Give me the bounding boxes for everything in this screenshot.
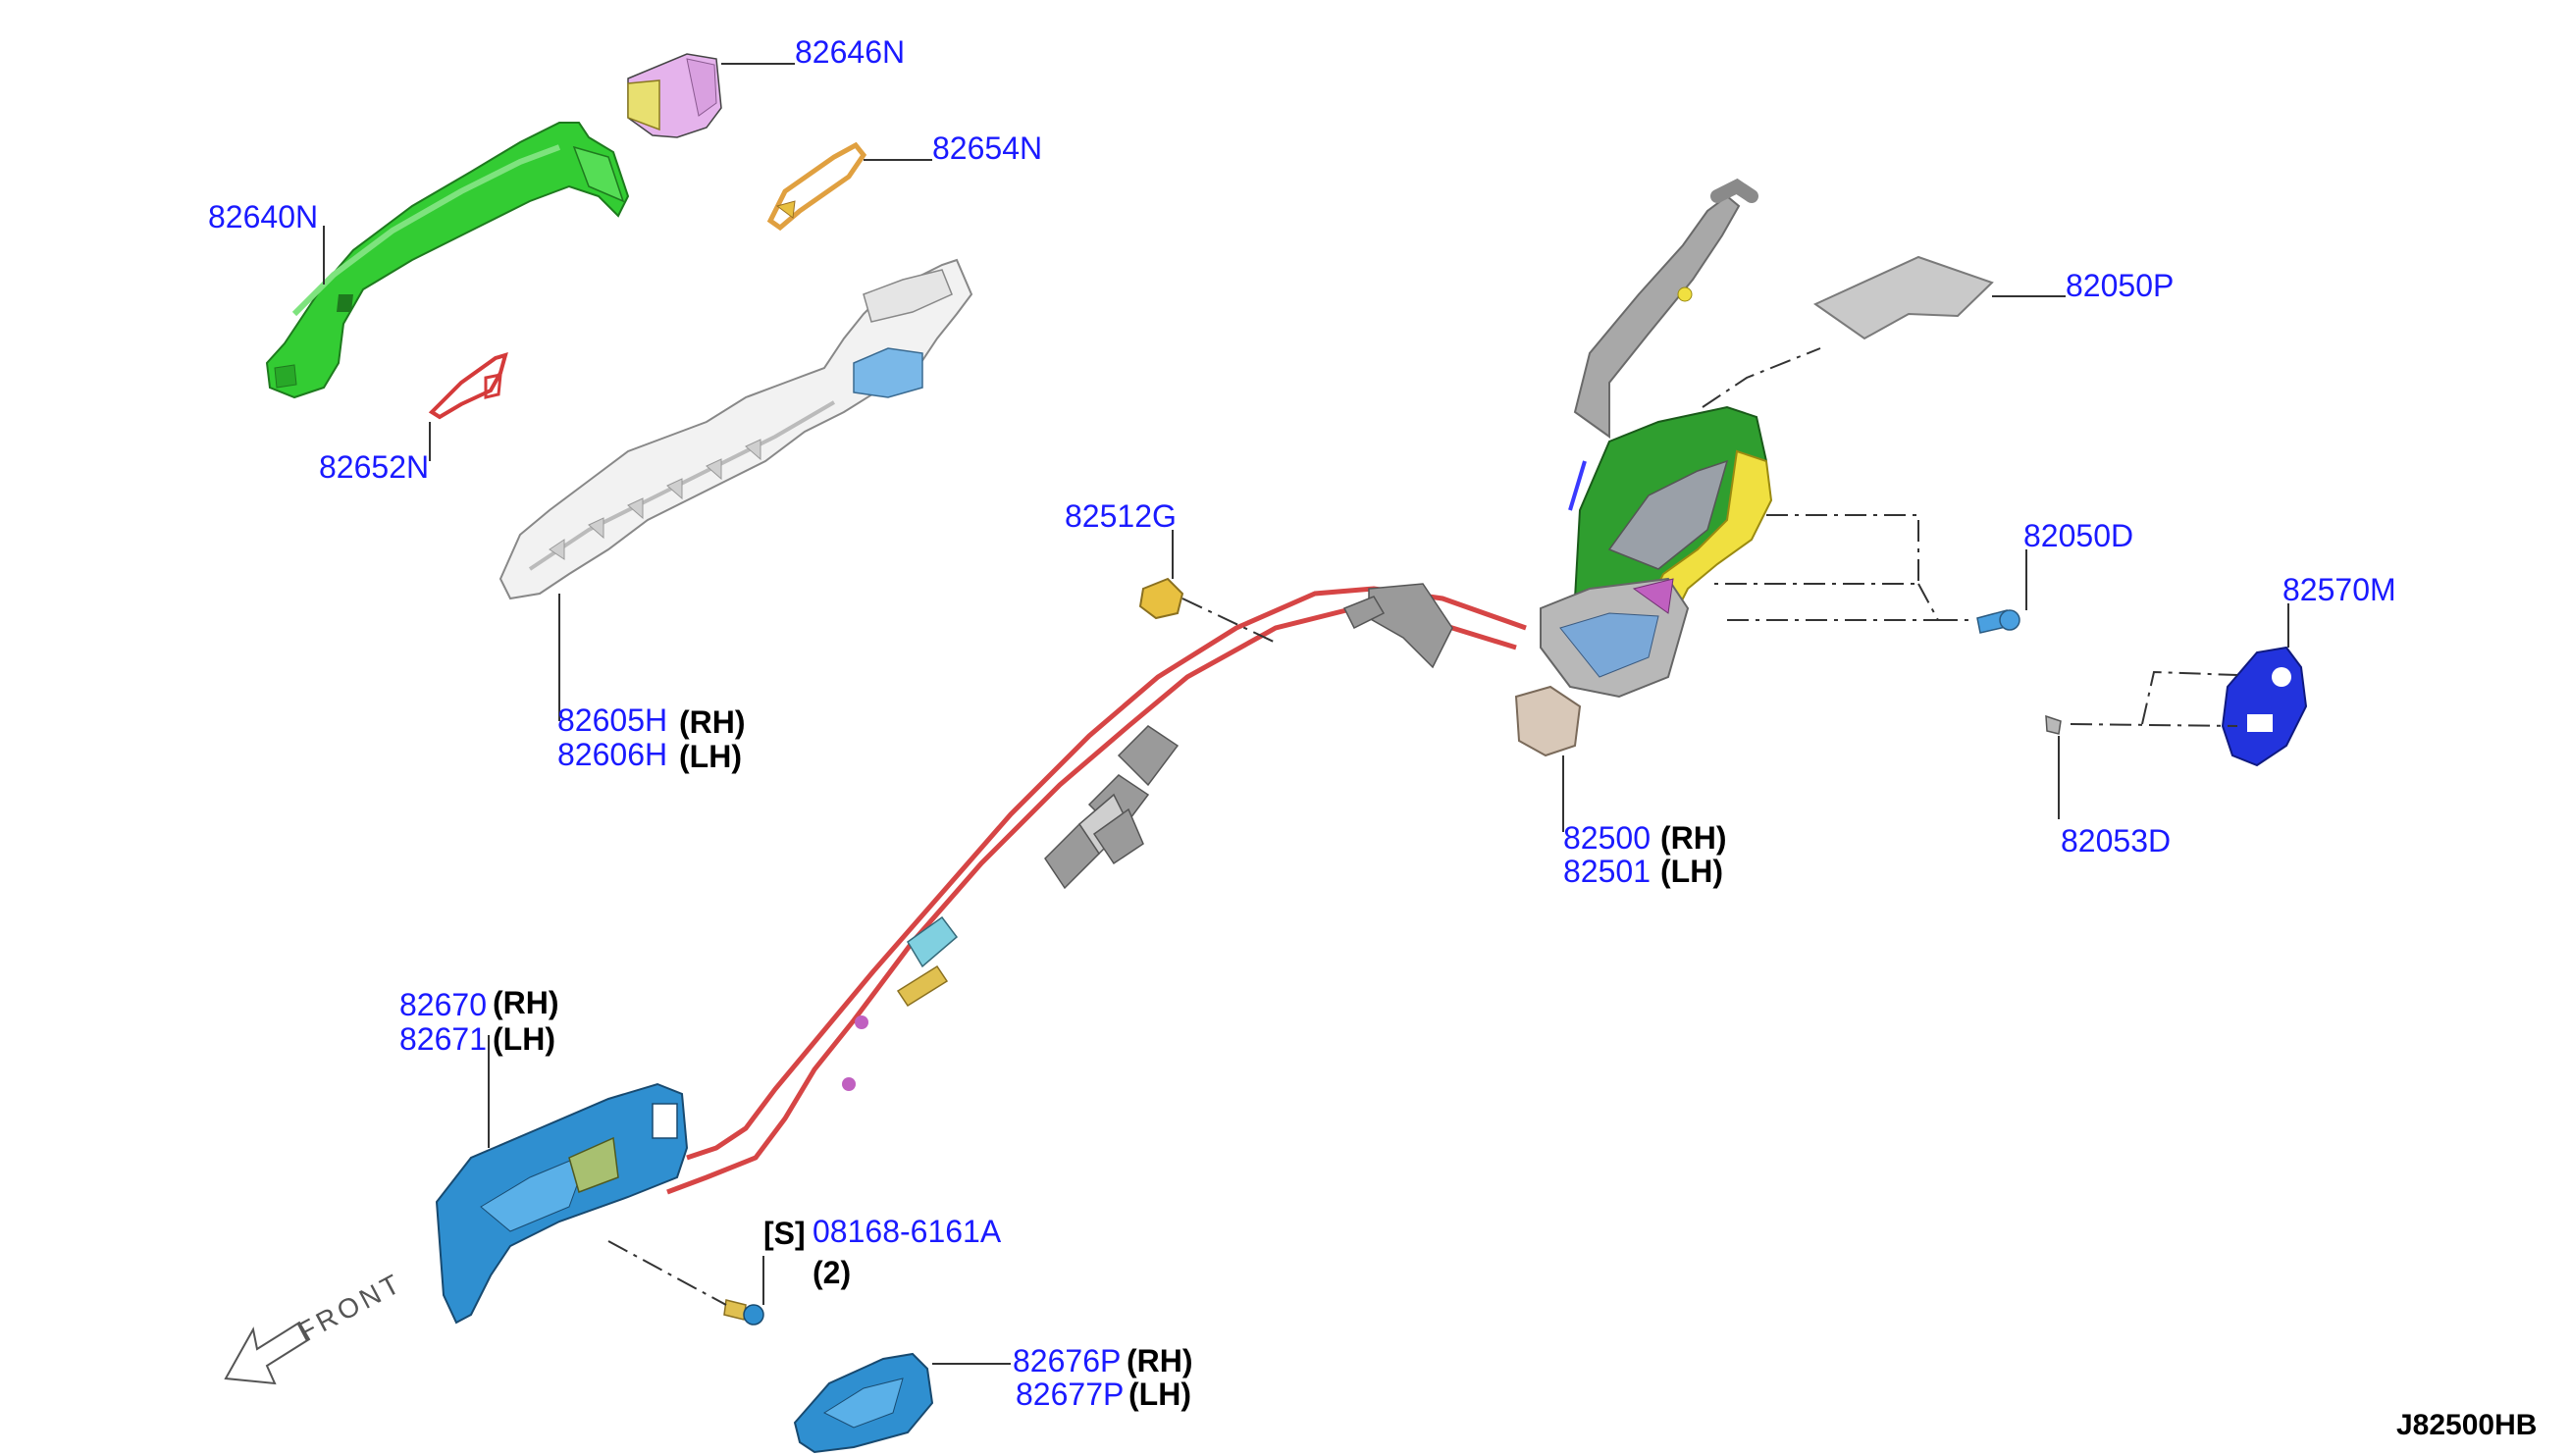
dashed-lines: [607, 347, 2238, 1306]
callout-82646N[interactable]: 82646N: [795, 34, 905, 70]
front-gasket-part[interactable]: [428, 352, 508, 420]
callout-82053D[interactable]: 82053D: [2061, 823, 2171, 858]
callout-08168-6161A[interactable]: 08168-6161A: [813, 1214, 1002, 1249]
callout-82605H[interactable]: 82605H: [557, 702, 667, 738]
callout-82654N[interactable]: 82654N: [932, 130, 1042, 166]
inside-handle-escutcheon-part[interactable]: [793, 1352, 934, 1454]
leader-lines: [323, 63, 2289, 1365]
front-arrow-icon: [224, 1321, 311, 1385]
callout-82677P[interactable]: 82677P: [1016, 1377, 1124, 1412]
callout-08168-prefix: [S]: [763, 1216, 806, 1251]
striker-part[interactable]: [2221, 646, 2308, 767]
callout-82050D[interactable]: 82050D: [2023, 518, 2133, 553]
callout-82671[interactable]: 82671: [399, 1021, 487, 1057]
lock-screw-part[interactable]: [1976, 609, 2020, 634]
callouts: 82646N 82654N 82640N 82652N 82605H (RH) …: [208, 34, 2396, 1412]
callout-82676P[interactable]: 82676P: [1013, 1343, 1121, 1378]
handle-bracket-part[interactable]: [498, 258, 973, 600]
callout-82500-rh: (RH): [1660, 820, 1727, 856]
door-lock-part[interactable]: [1514, 178, 1773, 757]
callout-82606H[interactable]: 82606H: [557, 737, 667, 772]
shield-part[interactable]: [1812, 255, 1994, 340]
callout-82677P-lh: (LH): [1128, 1377, 1191, 1412]
cable-assembly-part[interactable]: [666, 583, 1527, 1195]
cable-clip-part[interactable]: [1138, 577, 1184, 620]
front-label: FRONT: [292, 1267, 407, 1347]
inside-handle-screw-part[interactable]: [723, 1299, 764, 1326]
callout-82501[interactable]: 82501: [1563, 854, 1651, 889]
striker-screw-part[interactable]: [2045, 714, 2062, 735]
callout-82670-rh: (RH): [493, 985, 559, 1020]
callout-82512G[interactable]: 82512G: [1065, 498, 1177, 534]
callout-82500[interactable]: 82500: [1563, 820, 1651, 856]
callout-82606H-lh: (LH): [679, 739, 742, 774]
diagram-code: J82500HB: [2396, 1409, 2537, 1441]
callout-82671-lh: (LH): [493, 1021, 555, 1057]
rear-gasket-part[interactable]: [766, 141, 867, 232]
callout-82652N[interactable]: 82652N: [319, 449, 429, 485]
escutcheon-part[interactable]: [627, 53, 722, 138]
outside-handle-part[interactable]: [265, 122, 630, 399]
callout-82640N[interactable]: 82640N: [208, 199, 318, 234]
callout-82501-lh: (LH): [1660, 854, 1723, 889]
callout-82676P-rh: (RH): [1127, 1343, 1193, 1378]
callout-08168-qty: (2): [813, 1255, 851, 1290]
callout-82605H-rh: (RH): [679, 704, 746, 740]
callout-82050P[interactable]: 82050P: [2066, 268, 2174, 303]
callout-82670[interactable]: 82670: [399, 987, 487, 1022]
inside-handle-part[interactable]: [435, 1082, 689, 1325]
callout-82570M[interactable]: 82570M: [2282, 572, 2396, 607]
